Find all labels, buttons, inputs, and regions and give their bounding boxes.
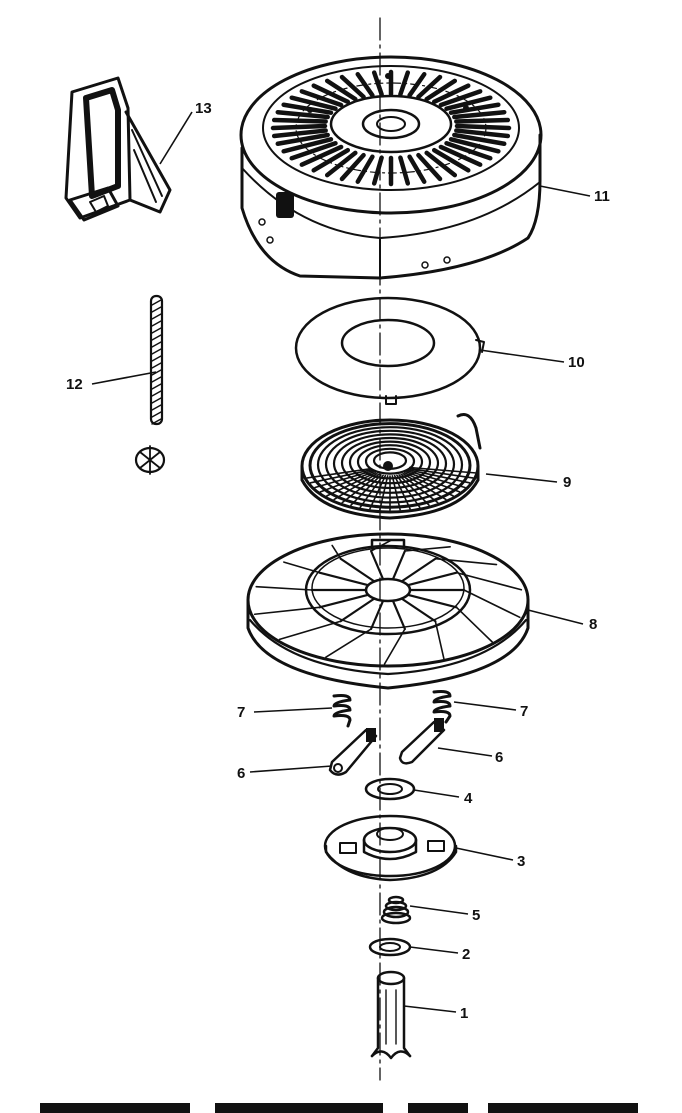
callout-3: 3	[517, 853, 525, 870]
part-11-starter-housing	[239, 55, 543, 280]
part-5-brake-spring	[380, 895, 412, 925]
callout-5: 5	[472, 907, 480, 924]
part-13-starter-handle	[64, 76, 172, 222]
leader-lines	[91, 111, 591, 1013]
callout-6-right: 6	[495, 749, 503, 766]
callout-2: 2	[462, 946, 470, 963]
callout-12: 12	[66, 376, 83, 393]
callout-4: 4	[464, 790, 473, 807]
part-6-pawls	[328, 718, 446, 776]
callout-labels: 13 11 10 12 9 8 7 7 6 6 4 3 5 2 1	[66, 100, 610, 1022]
callout-10: 10	[568, 354, 585, 371]
part-1-center-shaft	[370, 970, 412, 1060]
part-7-pawl-springs	[332, 690, 452, 728]
cropped-heading-strip	[40, 1103, 638, 1113]
part-10-cover-plate	[294, 296, 485, 405]
callout-11: 11	[594, 188, 610, 205]
callout-8: 8	[589, 616, 597, 633]
callout-9: 9	[563, 474, 571, 491]
part-9-recoil-spring	[300, 413, 482, 520]
part-4-washer	[364, 777, 416, 801]
part-2-washer	[368, 937, 412, 957]
callout-13: 13	[195, 100, 212, 117]
part-12-starter-rope	[134, 294, 166, 475]
callout-7-left: 7	[237, 704, 245, 721]
part-8-rope-pulley	[246, 532, 530, 690]
callout-7-right: 7	[520, 703, 528, 720]
callout-6-left: 6	[237, 765, 245, 782]
part-3-pawl-retainer	[323, 814, 458, 882]
callout-1: 1	[460, 1005, 468, 1022]
